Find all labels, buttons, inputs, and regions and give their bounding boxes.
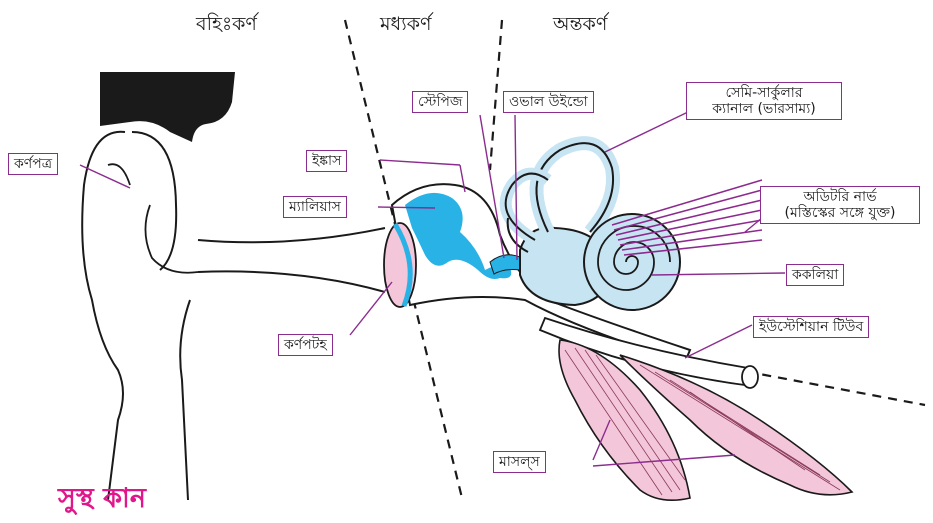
label-auditory-line1: অডিটরি নার্ভ [766, 189, 914, 205]
label-eardrum: কর্ণপটহ [278, 334, 333, 356]
label-semicircular-line1: সেমি-সার্কুলার [692, 85, 836, 101]
label-stapes: স্টেপিজ [412, 91, 468, 113]
label-malleus: ম্যালিয়াস [283, 196, 347, 218]
pinna-fold [108, 164, 198, 273]
eustachian-opening [742, 366, 758, 388]
label-cochlea: ককলিয়া [786, 264, 844, 286]
pinna-outline [82, 132, 125, 500]
face-line [180, 300, 190, 500]
label-incus: ইঙ্কাস [306, 150, 347, 172]
header-inner-ear: অন্তকর্ণ [553, 10, 607, 42]
header-middle-ear: মধ্যকর্ণ [380, 10, 432, 42]
diagram-title: সুস্থ কান [58, 478, 146, 523]
ear-canal [198, 228, 385, 292]
label-pinna: কর্ণপত্র [8, 153, 58, 175]
label-eustachian-tube: ইউস্টেশিয়ান টিউব [753, 316, 869, 338]
divider-middle-inner [490, 20, 502, 170]
label-oval-window: ওভাল উইন্ডো [503, 91, 594, 113]
label-muscles: মাসল্স [493, 451, 546, 473]
label-auditory-nerve: অডিটরি নার্ভ (মস্তিস্কের সঙ্গে যুক্ত) [760, 186, 920, 224]
header-outer-ear: বহিঃকর্ণ [196, 10, 257, 42]
pinna-inner [132, 132, 176, 270]
label-semicircular-canal: সেমি-সার্কুলার ক্যানাল (ভারসাম্য) [686, 82, 842, 120]
cochlea-shape [584, 214, 680, 310]
label-semicircular-line2: ক্যানাল (ভারসাম্য) [692, 101, 836, 117]
label-auditory-line2: (মস্তিস্কের সঙ্গে যুক্ত) [766, 205, 914, 221]
